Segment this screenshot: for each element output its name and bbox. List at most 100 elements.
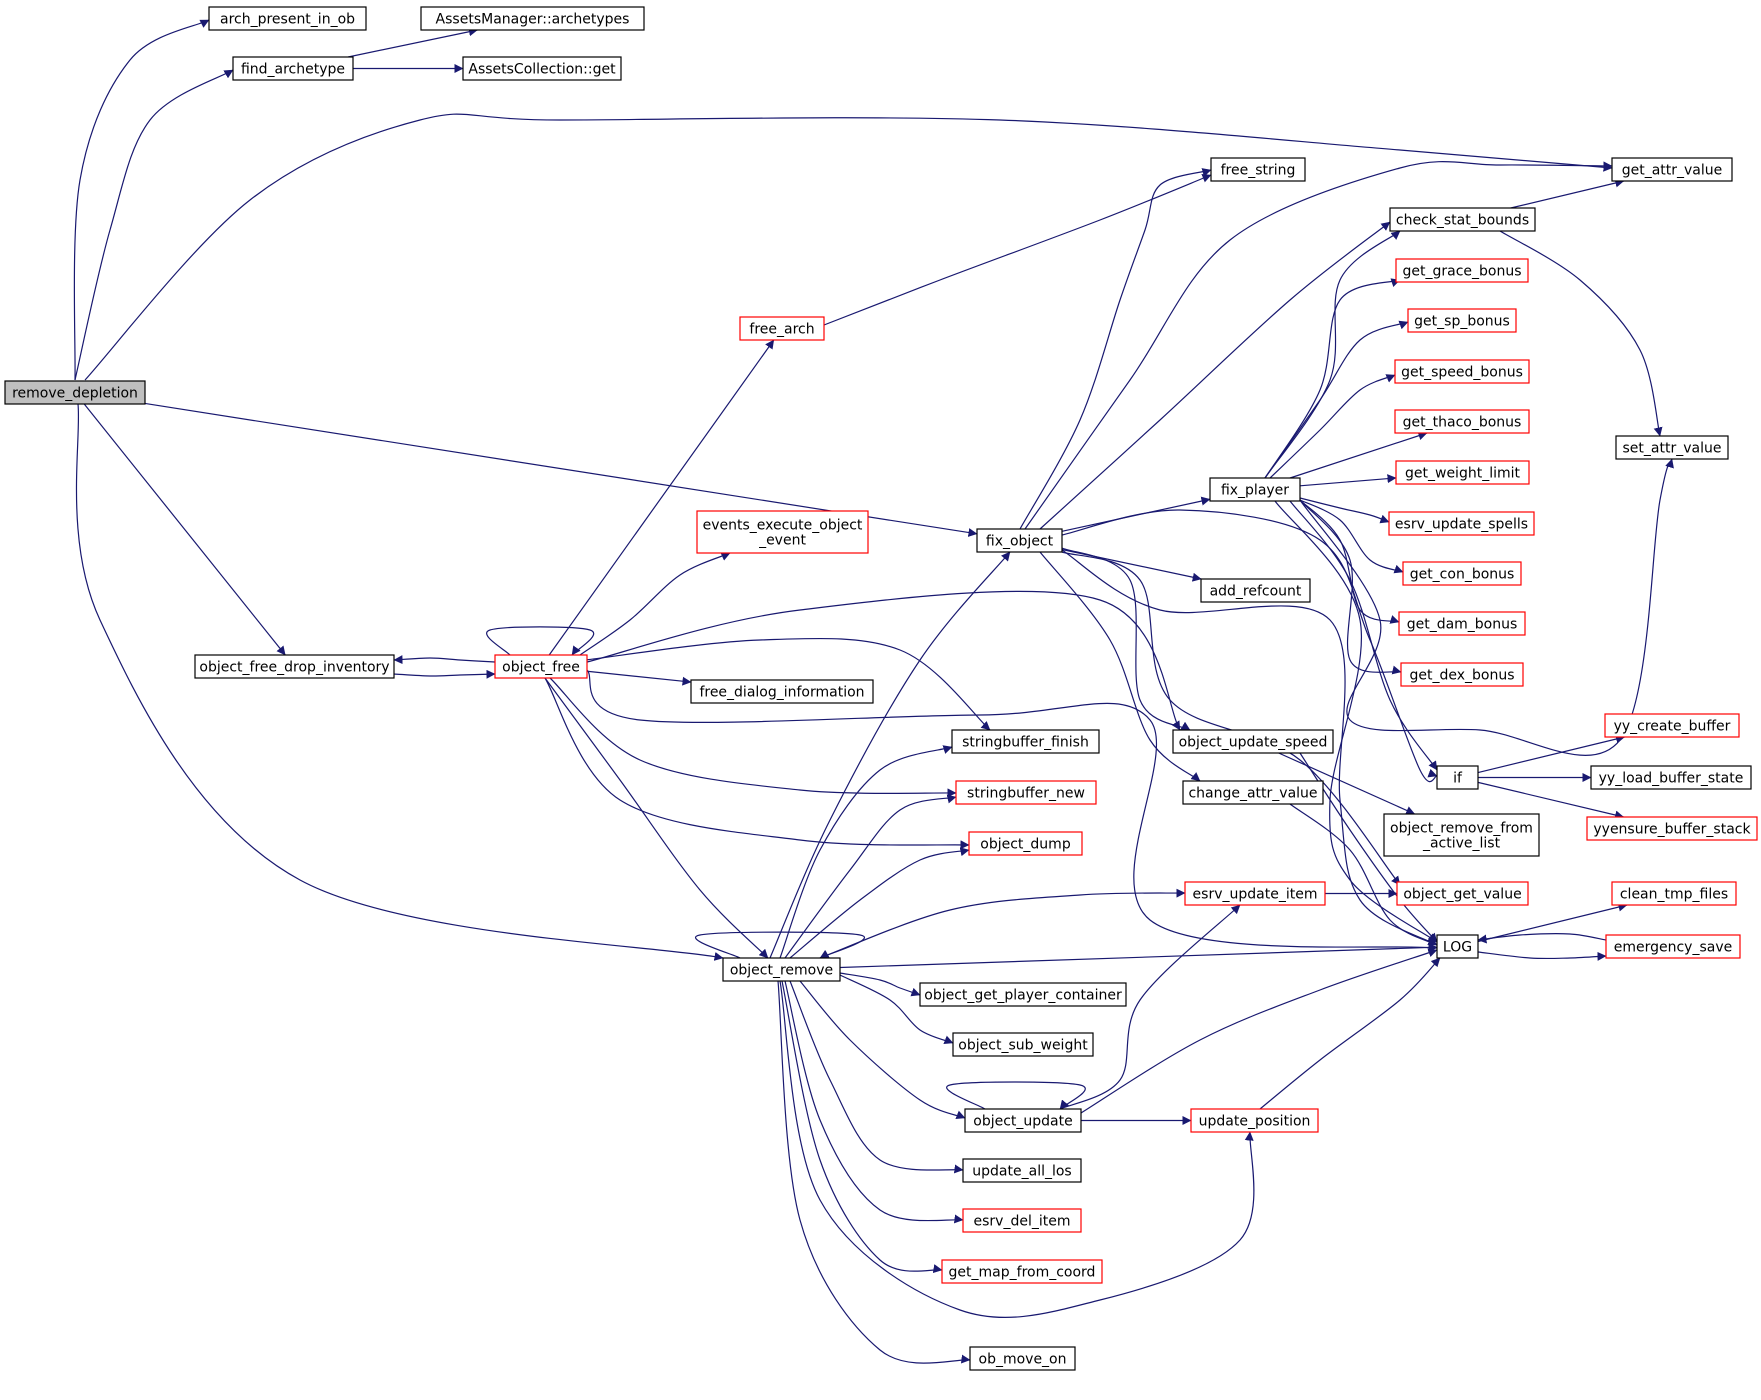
node-if[interactable]: if [1436,765,1479,790]
edge-object-update-to-esrv-update-item [1059,904,1241,1110]
node-esrv-update-spells[interactable]: esrv_update_spells [1388,511,1535,536]
node-object-remove-from-active-list[interactable]: object_remove_from_active_list [1383,813,1540,857]
edge-fix-object-to-log [1061,549,1438,946]
node-box [1402,561,1522,586]
node-object-dump[interactable]: object_dump [968,831,1083,856]
nodes-layer: remove_depletion arch_present_in_ob find_a… [4,6,1758,1371]
node-arch-present-in-ob[interactable]: arch_present_in_ob [208,6,367,31]
node-events-execute-object-event[interactable]: events_execute_object_event [696,510,869,554]
node-label: object_remove_from [1390,821,1533,837]
edge-fix-object-to-object-update-speed [1061,547,1191,731]
node-box [1615,435,1729,460]
node-get-speed-bonus[interactable]: get_speed_bonus [1394,359,1530,384]
node-label: stringbuffer_finish [962,735,1089,751]
edge-fix-player-to-set-attr-value [1299,458,1674,756]
node-clean-tmp-files[interactable]: clean_tmp_files [1611,881,1737,906]
node-box [1586,816,1758,841]
node-free-string[interactable]: free_string [1210,157,1306,182]
node-object-remove[interactable]: object_remove [722,957,841,982]
node-object-get-player-container[interactable]: object_get_player_container [919,982,1127,1007]
edge-log-to-emergency-save [1477,951,1607,961]
edge-fix-player-to-esrv-update-spells [1299,497,1390,524]
node-log[interactable]: LOG [1436,934,1479,959]
node-set-attr-value[interactable]: set_attr_value [1615,435,1729,460]
node-label: get_dam_bonus [1407,617,1518,633]
node-label: free_dialog_information [699,685,864,701]
node-box [1396,881,1529,906]
node-label: object_update_speed [1179,735,1328,751]
node-label: object_sub_weight [958,1038,1088,1054]
node-object-free[interactable]: object_free [494,654,588,679]
node-label: clean_tmp_files [1620,887,1728,903]
node-fix-player[interactable]: fix_player [1209,477,1301,502]
node-find-archetype[interactable]: find_archetype [232,56,354,81]
edges-layer [73,19,1674,1364]
node-get-attr-value[interactable]: get_attr_value [1611,157,1733,182]
edge-object-free-drop-inventory-to-object-free [393,669,496,679]
node-label: object_get_value [1403,887,1521,903]
node-object-update[interactable]: object_update [964,1108,1082,1133]
node-stringbuffer-finish[interactable]: stringbuffer_finish [951,729,1100,754]
edge-fix-object-to-object-get-value [1061,551,1401,886]
node-ob-move-on[interactable]: ob_move_on [969,1346,1076,1371]
edge-fix-player-to-if [1289,500,1438,771]
node-yyensure-buffer-stack[interactable]: yyensure_buffer_stack [1586,816,1758,841]
node-label: remove_depletion [12,386,138,402]
node-assets-manager-archetypes[interactable]: AssetsManager::archetypes [420,6,645,31]
node-stringbuffer-new[interactable]: stringbuffer_new [955,780,1097,805]
node-assets-collection-get[interactable]: AssetsCollection::get [462,56,622,81]
node-object-update-speed[interactable]: object_update_speed [1172,729,1334,754]
node-change-attr-value[interactable]: change_attr_value [1182,780,1324,805]
node-box [1398,611,1526,636]
node-label: get_grace_bonus [1402,264,1521,280]
edge-fix-object-to-change-attr-value [1039,551,1201,782]
node-yy-create-buffer[interactable]: yy_create_buffer [1604,713,1740,738]
node-label: update_position [1199,1114,1311,1130]
node-get-thaco-bonus[interactable]: get_thaco_bonus [1394,409,1530,434]
node-label: object_get_player_container [924,988,1122,1004]
node-box [969,1346,1076,1371]
node-esrv-del-item[interactable]: esrv_del_item [962,1208,1082,1233]
node-update-all-los[interactable]: update_all_los [962,1158,1082,1183]
node-esrv-update-item[interactable]: esrv_update_item [1184,881,1326,906]
node-box [420,6,645,31]
node-emergency-save[interactable]: emergency_save [1605,934,1741,959]
node-remove-depletion[interactable]: remove_depletion [4,380,146,405]
edge-remove-depletion-to-object-free-drop-inventory [83,403,286,656]
node-update-position[interactable]: update_position [1190,1108,1319,1133]
node-object-free-drop-inventory[interactable]: object_free_drop_inventory [194,654,395,679]
node-label: get_map_from_coord [949,1265,1096,1281]
node-get-weight-limit[interactable]: get_weight_limit [1395,460,1530,485]
node-label: update_all_los [972,1164,1071,1180]
node-free-dialog-information[interactable]: free_dialog_information [690,679,874,704]
edge-if-to-yyensure-buffer-stack [1477,781,1625,820]
node-get-dex-bonus[interactable]: get_dex_bonus [1400,662,1524,687]
node-free-arch[interactable]: free_arch [739,316,825,341]
edge-check-stat-bounds-to-set-attr-value [1499,230,1663,437]
node-label: ob_move_on [979,1352,1067,1368]
node-label: free_arch [749,322,814,338]
node-yy-load-buffer-state[interactable]: yy_load_buffer_state [1590,765,1752,790]
node-object-get-value[interactable]: object_get_value [1396,881,1529,906]
node-get-map-from-coord[interactable]: get_map_from_coord [941,1259,1103,1284]
node-label: get_weight_limit [1405,466,1520,482]
node-get-dam-bonus[interactable]: get_dam_bonus [1398,611,1526,636]
node-get-con-bonus[interactable]: get_con_bonus [1402,561,1522,586]
node-box [962,1158,1082,1183]
node-label: _active_list [1422,836,1501,852]
node-get-sp-bonus[interactable]: get_sp_bonus [1407,308,1517,333]
edge-object-update-to-log [1080,948,1438,1114]
node-get-grace-bonus[interactable]: get_grace_bonus [1395,258,1529,283]
node-label: object_dump [980,837,1071,853]
edge-emergency-save-to-log [1477,933,1607,944]
node-check-stat-bounds[interactable]: check_stat_bounds [1389,207,1536,232]
node-label: yy_create_buffer [1614,719,1731,735]
node-object-sub-weight[interactable]: object_sub_weight [952,1032,1094,1057]
node-add-refcount[interactable]: add_refcount [1200,578,1311,603]
node-label: get_sp_bonus [1414,314,1510,330]
edge-fix-player-to-get-thaco-bonus [1289,431,1428,479]
node-fix-object[interactable]: fix_object [976,528,1063,553]
node-label: yy_load_buffer_state [1599,771,1744,787]
edge-change-attr-value-to-log [1289,803,1438,946]
